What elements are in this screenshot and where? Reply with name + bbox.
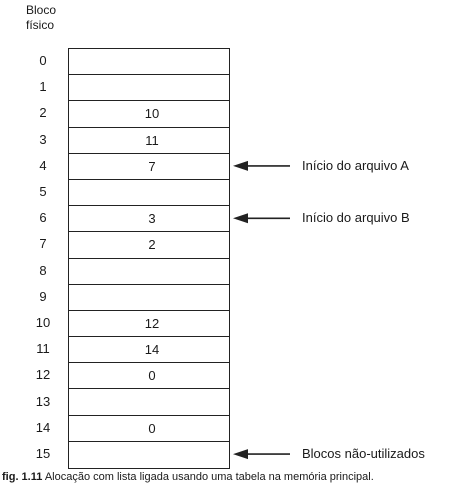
table-cell: 14 — [69, 337, 229, 364]
block-index: 8 — [39, 262, 47, 278]
header-line-1: Bloco — [26, 3, 57, 17]
table-cell: 7 — [69, 154, 229, 180]
table-cell: 11 — [69, 128, 229, 154]
table-cell: 0 — [69, 363, 229, 390]
block-index: 2 — [39, 105, 47, 121]
table-cell — [69, 49, 229, 76]
pointer-label: Início do arquivo A — [302, 157, 409, 173]
table-cell — [69, 75, 229, 102]
header-line-2: físico — [26, 18, 55, 32]
block-index: 10 — [35, 315, 51, 330]
column-header: Bloco físico — [26, 3, 56, 33]
block-index: 15 — [35, 446, 51, 461]
table-cell: 0 — [69, 416, 229, 442]
figure-caption: fig. 1.11 Alocação com lista ligada usan… — [2, 471, 374, 483]
pointer-label: Início do arquivo B — [302, 210, 410, 226]
arrowhead-icon — [233, 449, 248, 460]
block-index: 4 — [39, 157, 47, 173]
block-index: 5 — [39, 184, 47, 199]
pointer-label: Blocos não-utilizados — [302, 446, 425, 462]
table-cell: 3 — [69, 206, 229, 233]
block-index: 1 — [39, 79, 47, 95]
block-index: 14 — [35, 419, 51, 435]
block-index: 11 — [36, 341, 50, 357]
block-index: 3 — [39, 131, 47, 147]
caption-number: fig. 1.11 — [2, 471, 43, 483]
block-index: 9 — [39, 288, 47, 304]
block-index: 6 — [39, 210, 47, 226]
block-index: 7 — [39, 236, 47, 252]
block-index: 13 — [35, 393, 51, 409]
table-cell — [69, 259, 229, 285]
table-cell: 2 — [69, 232, 229, 259]
block-index: 0 — [39, 53, 47, 68]
table-cell: 12 — [69, 311, 229, 338]
table-cell — [69, 285, 229, 311]
table-cell — [69, 389, 229, 416]
arrowhead-icon — [233, 160, 248, 171]
table-cell: 10 — [69, 101, 229, 128]
arrowhead-icon — [233, 213, 248, 224]
table-cell — [69, 442, 229, 468]
table-cell — [69, 180, 229, 207]
caption-text: Alocação com lista ligada usando uma tab… — [44, 471, 374, 483]
block-index: 12 — [35, 367, 51, 383]
